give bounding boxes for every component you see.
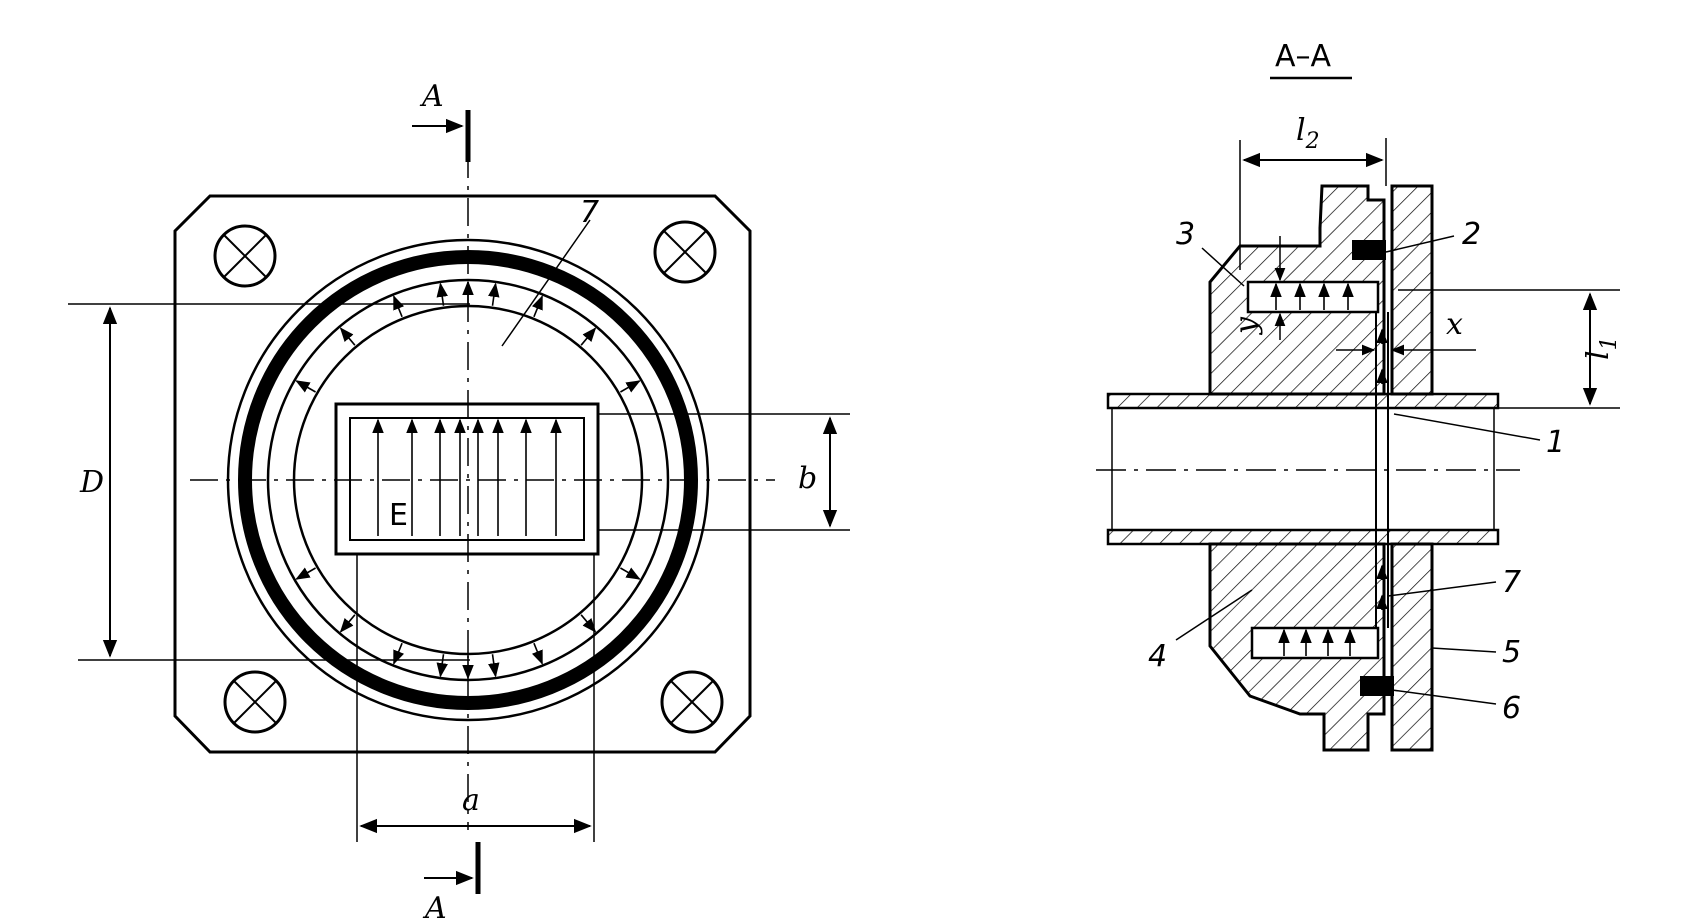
waveguide-aperture-outer [334, 402, 600, 556]
radial-field-arrow [339, 614, 356, 633]
dimension-l1-label: l1 [1581, 336, 1622, 360]
waveguide-wall-top [1106, 392, 1500, 410]
callout-5-leader [1431, 647, 1497, 653]
waveguide-aperture-inner [349, 417, 585, 541]
radial-field-arrow [436, 282, 448, 306]
seal-ring-upper [1352, 240, 1386, 260]
callout-3-leader [1201, 247, 1245, 287]
callout-7-label: 7 [580, 195, 599, 230]
bolt-hole-top-right [653, 220, 717, 284]
callout-2-leader [1385, 235, 1455, 253]
dimension-a-label: a [462, 783, 480, 818]
callout-7-section-leader [1387, 581, 1497, 597]
callout-1-label: 1 [1546, 425, 1565, 460]
section-title: A–A [1275, 39, 1332, 74]
radial-field-arrow [295, 380, 316, 393]
callout-4-leader [1175, 589, 1253, 641]
radial-field-arrow [488, 654, 500, 678]
section-view: A–A l2 l1 [1096, 39, 1622, 752]
seal-ring-lower [1360, 676, 1394, 696]
radial-field-arrow [295, 567, 316, 580]
section-label-bottom: A [422, 891, 447, 922]
section-label-top: A [419, 79, 444, 114]
dimension-b-label: b [798, 461, 817, 496]
choke-groove-lower [1250, 626, 1380, 660]
radial-field-arrow [436, 654, 448, 678]
callout-7-leader [501, 219, 591, 347]
radial-field-arrow [488, 282, 500, 306]
callout-2-label: 2 [1462, 217, 1481, 252]
callout-1-leader [1393, 413, 1541, 441]
bolt-hole-bottom-right [660, 670, 724, 734]
groove-field-arrows [1270, 282, 1388, 656]
field-label-e: E [389, 498, 408, 533]
bolt-hole-top-left [213, 224, 277, 288]
radial-field-arrow [580, 614, 597, 633]
callout-7-section-label: 7 [1502, 565, 1521, 600]
radial-field-arrow [620, 380, 641, 393]
callout-4-label: 4 [1148, 639, 1167, 674]
radial-field-arrow [580, 327, 597, 346]
radial-field-arrow [620, 567, 641, 580]
radial-field-arrow [531, 642, 543, 665]
radial-field-arrow [339, 327, 356, 346]
front-view: E A A D a b 7 [68, 79, 850, 922]
flange-plate [173, 194, 752, 754]
radial-field-arrow [393, 295, 405, 318]
callout-3-label: 3 [1176, 217, 1195, 252]
choke-groove-upper [1246, 280, 1380, 314]
e-field-arrows [372, 418, 562, 536]
dimension-x-label: x [1446, 307, 1463, 342]
bolt-hole-bottom-left [223, 670, 287, 734]
waveguide-wall-bottom [1106, 528, 1500, 546]
dimension-y-label: y [1229, 316, 1264, 336]
radial-field-arrow [531, 295, 543, 318]
flat-flange-lower [1390, 542, 1434, 752]
dimension-l2-label: l2 [1296, 113, 1320, 154]
callout-6-label: 6 [1502, 691, 1521, 726]
callout-5-label: 5 [1502, 635, 1521, 670]
callout-6-leader [1391, 689, 1497, 705]
dimension-d-label: D [79, 465, 104, 500]
